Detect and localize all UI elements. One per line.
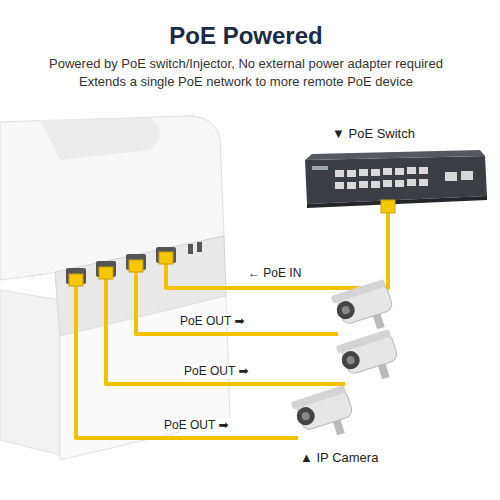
port-label: PoE OUT ➡ — [162, 418, 231, 432]
port-label: ← PoE IN — [246, 266, 303, 280]
ip-cameras — [291, 279, 403, 446]
poe-switch — [305, 150, 487, 208]
node-text: ▲ IP Camera — [298, 450, 380, 465]
cables — [76, 212, 388, 438]
housing-ridge — [40, 118, 160, 160]
subtitle: Powered by PoE switch/Injector, No exter… — [0, 56, 496, 71]
device-label: ▲ IP Camera — [298, 450, 380, 465]
device-label: ▼ PoE Switch — [330, 126, 417, 141]
port-label: PoE OUT ➡ — [178, 314, 247, 328]
node-text: ▼ PoE Switch — [330, 126, 417, 141]
plugs — [69, 200, 395, 286]
subtitle: Extends a single PoE network to more rem… — [0, 74, 496, 89]
title: PoE Powered — [0, 22, 496, 50]
housing-lower — [0, 290, 60, 455]
port-label: PoE OUT ➡ — [182, 364, 251, 378]
